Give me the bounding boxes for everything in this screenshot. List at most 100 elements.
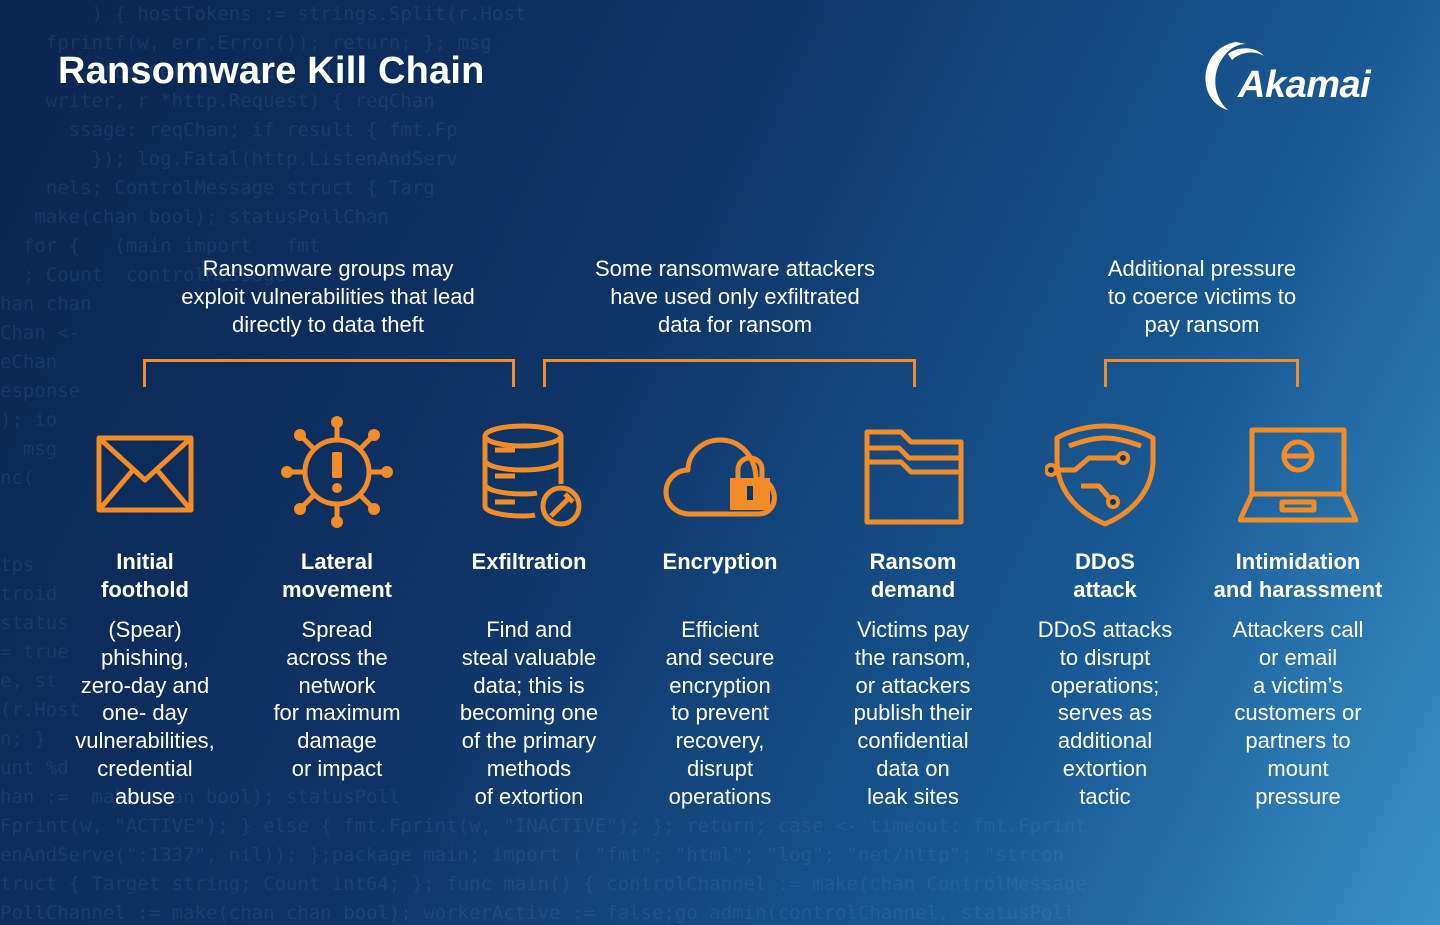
desc-line: steal valuable bbox=[461, 644, 597, 670]
stage-encryption: Encryption Efficient and secure encrypti… bbox=[626, 412, 814, 811]
stage-description: DDoS attacks to disrupt operations; serv… bbox=[1011, 616, 1199, 811]
laptop-hacker-icon bbox=[1238, 427, 1358, 523]
desc-line: abuse bbox=[115, 783, 175, 809]
bracket-ddos-intimidation bbox=[1104, 359, 1299, 387]
stage-title: foothold bbox=[101, 577, 189, 602]
desc-line: DDoS attacks bbox=[1037, 617, 1173, 642]
stage-lateral-movement: Lateral movement Spread across the netwo… bbox=[243, 412, 431, 783]
stage-initial-foothold: Initial foothold (Spear) phishing, zero-… bbox=[51, 412, 239, 811]
desc-line: publish their bbox=[853, 700, 973, 726]
bracket-foothold-exfiltration bbox=[143, 359, 515, 387]
desc-line: Attackers call bbox=[1232, 617, 1364, 642]
stage-description: Find and steal valuable data; this is be… bbox=[435, 616, 623, 811]
page-title: Ransomware Kill Chain bbox=[58, 50, 485, 92]
stage-intimidation-harassment: Intimidation and harassment Attackers ca… bbox=[1204, 412, 1392, 811]
desc-line: and secure bbox=[665, 644, 775, 670]
desc-line: extortion bbox=[1062, 755, 1148, 781]
desc-line: methods bbox=[486, 755, 572, 781]
code-line: truct { Target string; Count int64; }; f… bbox=[0, 873, 1087, 895]
desc-line: phishing, bbox=[100, 644, 190, 670]
desc-line: serves as bbox=[1057, 700, 1153, 726]
desc-line: for maximum bbox=[273, 700, 401, 726]
desc-line: a victim’s bbox=[1252, 672, 1344, 698]
desc-line: recovery, bbox=[675, 728, 765, 754]
cloud-lock-icon bbox=[663, 437, 777, 517]
stage-title: movement bbox=[281, 577, 393, 602]
desc-line: data on bbox=[876, 755, 950, 781]
stage-description: Attackers call or email a victim’s custo… bbox=[1204, 616, 1392, 811]
note-data-theft: Ransomware groups may exploit vulnerabil… bbox=[158, 255, 498, 339]
stage-description: Victims pay the ransom, or attackers pub… bbox=[819, 616, 1007, 811]
stage-description: Efficient and secure encryption to preve… bbox=[626, 616, 814, 811]
desc-line: becoming one bbox=[459, 700, 599, 726]
desc-line: zero-day and bbox=[80, 672, 210, 698]
desc-line: Efficient bbox=[681, 617, 759, 642]
database-syringe-icon bbox=[482, 423, 582, 527]
note-line: Some ransomware attackers bbox=[595, 256, 875, 281]
stage-title: Ransom bbox=[869, 549, 957, 574]
note-exfiltrated-ransom: Some ransomware attackers have used only… bbox=[565, 255, 905, 339]
note-line: exploit vulnerabilities that lead bbox=[181, 284, 475, 309]
desc-line: vulnerabilities, bbox=[75, 728, 215, 754]
desc-line: or attackers bbox=[855, 672, 971, 698]
stage-title: attack bbox=[1073, 577, 1137, 602]
note-line: data for ransom bbox=[657, 312, 813, 337]
desc-line: pressure bbox=[1255, 783, 1341, 809]
desc-line: customers or bbox=[1234, 700, 1362, 726]
folder-icon bbox=[864, 429, 964, 525]
desc-line: of extortion bbox=[474, 783, 584, 809]
stage-ddos-attack: DDoS attack DDoS attacks to disrupt oper… bbox=[1011, 412, 1199, 811]
note-line: pay ransom bbox=[1144, 312, 1260, 337]
note-additional-pressure: Additional pressure to coerce victims to… bbox=[1052, 255, 1352, 339]
envelope-icon bbox=[96, 435, 194, 513]
note-line: directly to data theft bbox=[232, 312, 424, 337]
code-line: PollChannel := make(chan chan bool); wor… bbox=[0, 902, 1076, 924]
desc-line: operations bbox=[668, 783, 772, 809]
code-line: ssage: reqChan; if result { fmt.Fp bbox=[0, 119, 458, 141]
logo-text: Akamai bbox=[1238, 64, 1371, 106]
akamai-logo: Akamai bbox=[1198, 34, 1388, 114]
desc-line: mount bbox=[1267, 755, 1329, 781]
desc-line: Victims pay bbox=[856, 617, 970, 642]
stage-title: Intimidation bbox=[1235, 549, 1361, 574]
code-line: Fprint(w, "ACTIVE"); } else { fmt.Fprint… bbox=[0, 815, 1087, 837]
stage-ransom-demand: Ransom demand Victims pay the ransom, or… bbox=[819, 412, 1007, 811]
stage-title: Initial bbox=[116, 549, 174, 574]
note-line: Additional pressure bbox=[1107, 256, 1297, 281]
desc-line: credential bbox=[97, 755, 193, 781]
stage-description: (Spear) phishing, zero-day and one- day … bbox=[51, 616, 239, 811]
stage-exfiltration: Exfiltration Find and steal valuable dat… bbox=[435, 412, 623, 811]
code-line: make(chan bool); statusPollChan bbox=[0, 206, 389, 228]
note-line: have used only exfiltrated bbox=[610, 284, 860, 309]
stage-title: demand bbox=[870, 577, 956, 602]
stage-title: Encryption bbox=[662, 549, 778, 574]
stage-title: and harassment bbox=[1213, 577, 1383, 602]
code-line: }); log.Fatal(http.ListenAndServ bbox=[0, 148, 458, 170]
akamai-swoosh-icon bbox=[1205, 42, 1264, 110]
stage-description: Spread across the network for maximum da… bbox=[243, 616, 431, 783]
desc-line: data; this is bbox=[473, 672, 585, 698]
desc-line: damage bbox=[297, 728, 377, 754]
note-line: Ransomware groups may bbox=[202, 256, 454, 281]
desc-line: leak sites bbox=[867, 783, 959, 809]
desc-line: or impact bbox=[291, 755, 383, 781]
desc-line: tactic bbox=[1079, 783, 1131, 809]
desc-line: partners to bbox=[1245, 728, 1351, 754]
desc-line: operations; bbox=[1050, 672, 1160, 698]
code-line: enAndServe(":1337", nil)); };package mai… bbox=[0, 844, 1064, 866]
virus-alert-icon bbox=[281, 416, 393, 528]
desc-line: confidential bbox=[857, 728, 969, 754]
desc-line: additional bbox=[1057, 728, 1153, 754]
code-line: ) { hostTokens := strings.Split(r.Host bbox=[0, 3, 527, 25]
desc-line: the ransom, bbox=[854, 644, 972, 670]
bracket-exfiltration-ransom bbox=[543, 359, 916, 387]
desc-line: encryption bbox=[669, 672, 771, 698]
desc-line: Spread bbox=[301, 617, 373, 642]
desc-line: network bbox=[298, 672, 376, 698]
desc-line: Find and bbox=[486, 617, 572, 642]
desc-line: one- day bbox=[102, 700, 188, 726]
desc-line: to disrupt bbox=[1059, 644, 1151, 670]
note-line: to coerce victims to bbox=[1107, 284, 1297, 309]
shield-circuit-icon bbox=[1045, 423, 1156, 527]
desc-line: disrupt bbox=[686, 755, 754, 781]
